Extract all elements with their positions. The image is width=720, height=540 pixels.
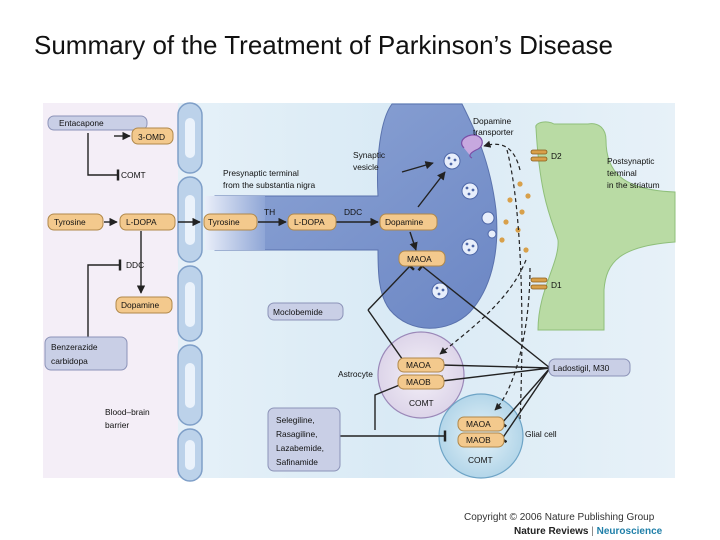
ldopa-box-pre	[287, 213, 337, 231]
ddc-label-pre: DDC	[344, 207, 362, 217]
journal-name: Nature Reviews	[514, 526, 589, 537]
journal-separator: |	[588, 526, 597, 537]
th-label: TH	[264, 207, 275, 217]
slide-title: Summary of the Treatment of Parkinson’s …	[34, 30, 613, 60]
maoa-label-astro: MAOA	[406, 360, 431, 370]
transporter-label-line1: Dopamine	[473, 116, 512, 126]
maoa-box-pre	[398, 250, 446, 267]
maoa-label-pre: MAOA	[407, 254, 432, 264]
safinamide-label: Safinamide	[276, 457, 318, 467]
ldopa-label-pre: L-DOPA	[294, 217, 325, 227]
bbb-label-line1: Blood–brain	[105, 407, 150, 417]
synaptic-vesicles	[431, 152, 479, 300]
benzerazide-label-line2: carbidopa	[51, 356, 88, 366]
comt-label-astro: COMT	[409, 398, 434, 408]
ldopa-box-left	[119, 213, 176, 231]
tyrosine-label-pre: Tyrosine	[208, 217, 240, 227]
presynaptic-label-line1: Presynaptic terminal	[223, 168, 299, 178]
postsynaptic-label-line2: terminal	[607, 168, 637, 178]
bbb-label-line2: barrier	[105, 420, 129, 430]
tyrosine-box-left	[47, 213, 104, 231]
vesicle-label-line2: vesicle	[353, 162, 379, 172]
maoa-box-astro	[397, 357, 445, 373]
comt-label-glial: COMT	[468, 455, 493, 465]
benzerazide-box	[44, 336, 128, 371]
postsynaptic-label-line1: Postsynaptic	[607, 156, 654, 166]
glial-label: Glial cell	[525, 429, 557, 439]
dopamine-transporter	[461, 134, 483, 159]
lazabemide-label: Lazabemide,	[276, 443, 324, 453]
tyrosine-box-pre	[203, 213, 258, 231]
postsynaptic-label-line3: in the striatum	[607, 180, 660, 190]
selegiline-label: Selegiline,	[276, 415, 315, 425]
moclobemide-label: Moclobemide	[273, 307, 323, 317]
vesicle-label-line1: Synaptic	[353, 150, 385, 160]
maoa-box-glial	[457, 416, 505, 432]
moclobemide-box	[267, 302, 344, 321]
d2-receptor	[530, 149, 548, 162]
selegiline-box	[267, 407, 341, 472]
d1-label: D1	[551, 280, 562, 290]
ladostigil-box	[548, 358, 631, 377]
vesicle-release	[481, 211, 497, 239]
astrocyte-label: Astrocyte	[338, 369, 373, 379]
maob-box-astro	[397, 374, 445, 390]
d1-receptor	[530, 277, 548, 290]
benzerazide-label-line1: Benzerazide	[51, 342, 98, 352]
journal-credit: Nature Reviews | Neuroscience	[514, 526, 662, 537]
maoa-label-glial: MAOA	[466, 419, 491, 429]
tyrosine-label-left: Tyrosine	[54, 217, 86, 227]
ladostigil-label: Ladostigil, M30	[553, 363, 610, 373]
omd-label: 3-OMD	[138, 132, 165, 142]
rasagiline-label: Rasagiline,	[276, 429, 317, 439]
dopamine-label-pre: Dopamine	[385, 217, 424, 227]
presynaptic-label-line2: from the substantia nigra	[223, 180, 316, 190]
transporter-label-line2: transporter	[473, 127, 514, 137]
left-panel-background	[43, 103, 178, 478]
d2-label: D2	[551, 151, 562, 161]
dopamine-box-left	[115, 296, 173, 314]
dopamine-label-left: Dopamine	[121, 300, 160, 310]
entacapone-label: Entacapone	[59, 118, 104, 128]
presynaptic-terminal	[214, 103, 498, 329]
ddc-label-left: DDC	[126, 260, 144, 270]
omd-box	[131, 127, 174, 145]
maob-box-glial	[457, 432, 505, 448]
journal-section: Neuroscience	[596, 526, 663, 537]
left-column-boxes	[44, 115, 176, 371]
ldopa-label-left: L-DOPA	[126, 217, 157, 227]
maob-label-astro: MAOB	[406, 377, 431, 387]
dopamine-box-pre	[379, 213, 438, 231]
comt-label-left: COMT	[121, 170, 146, 180]
postsynaptic-terminal	[535, 121, 676, 331]
maob-label-glial: MAOB	[466, 435, 491, 445]
entacapone-box	[47, 115, 148, 131]
copyright-notice: Copyright © 2006 Nature Publishing Group	[464, 512, 655, 523]
